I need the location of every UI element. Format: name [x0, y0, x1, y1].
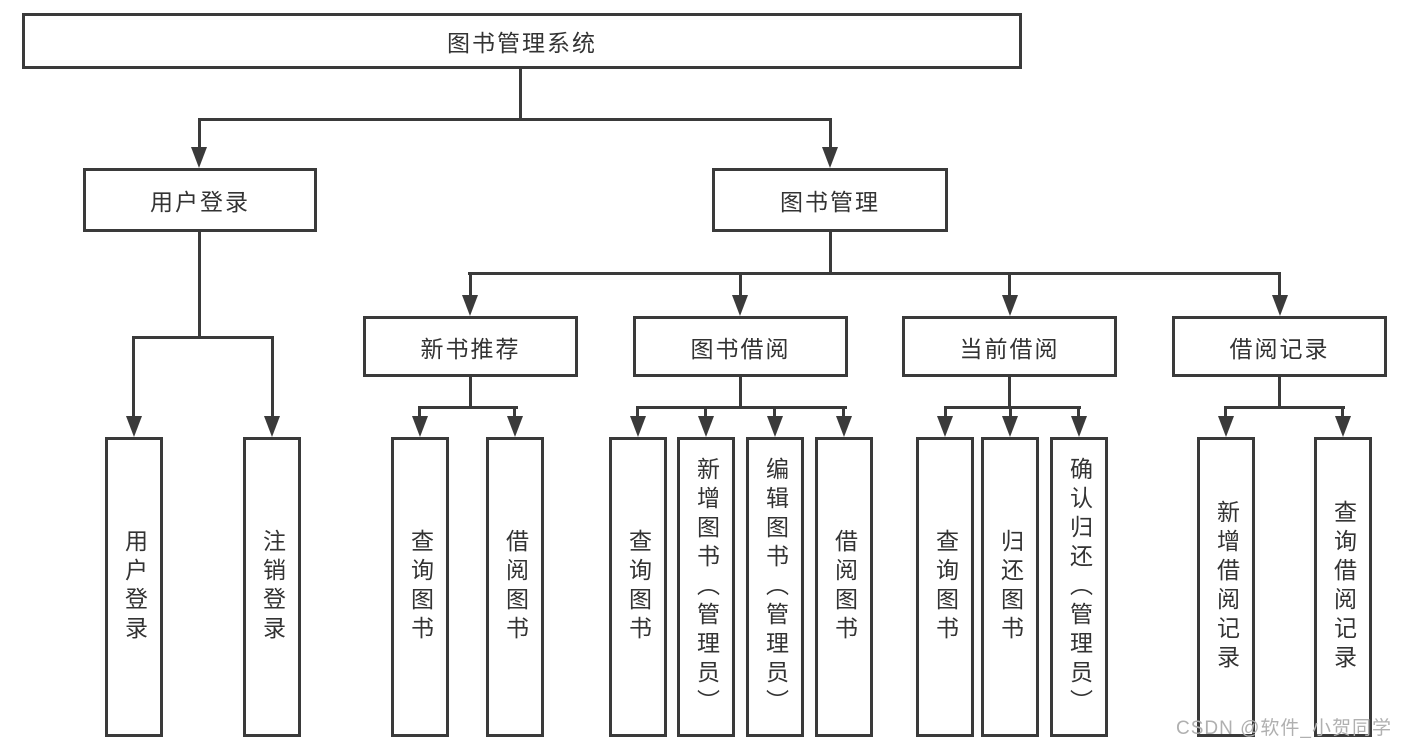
connector-to-leaf-user-login — [132, 336, 135, 416]
leaf-query-books-borrow-label: 查询图书 — [625, 529, 652, 645]
node-book-management: 图书管理 — [712, 168, 948, 232]
leaf-return-books-label: 归还图书 — [997, 529, 1024, 645]
connector-to-user-login — [198, 118, 201, 148]
leaf-logout-label: 注销登录 — [259, 529, 286, 645]
leaf-add-borrow-record: 新增借阅记录 — [1197, 437, 1255, 737]
arrow-down-icon — [1002, 416, 1018, 437]
arrow-down-icon — [1335, 416, 1351, 437]
node-library-system-label: 图书管理系统 — [447, 30, 597, 56]
leaf-query-books-current-label: 查询图书 — [932, 529, 959, 645]
node-book-borrow-label: 图书借阅 — [690, 335, 791, 362]
connector-login-stem — [198, 232, 201, 336]
leaf-query-books-current: 查询图书 — [916, 437, 974, 737]
connector-leaf-line — [842, 406, 845, 418]
connector-leaf-line — [1224, 406, 1227, 418]
connector-current-stem — [1008, 377, 1011, 409]
connector-root-stem — [519, 69, 522, 118]
arrow-down-icon — [1071, 416, 1087, 437]
arrow-down-icon — [126, 416, 142, 437]
node-new-book-recommend: 新书推荐 — [363, 316, 578, 377]
arrow-down-icon — [507, 416, 523, 437]
node-library-system: 图书管理系统 — [22, 13, 1022, 69]
connector-to-recommend — [469, 272, 472, 298]
connector-to-leaf-logout — [271, 336, 274, 416]
node-borrow-records-label: 借阅记录 — [1229, 335, 1330, 362]
connector-records-stem — [1278, 377, 1281, 409]
connector-current-bar — [944, 406, 1081, 409]
connector-leaf-line — [1009, 406, 1012, 418]
node-user-login-label: 用户登录 — [150, 189, 250, 215]
csdn-watermark: CSDN @软件_小贺同学 — [1176, 718, 1392, 739]
arrow-down-icon — [822, 147, 838, 168]
leaf-add-book-admin: 新增图书（管理员） — [677, 437, 735, 737]
connector-to-current — [1008, 272, 1011, 298]
arrow-down-icon — [264, 416, 280, 437]
leaf-query-books-recommend: 查询图书 — [391, 437, 449, 737]
connector-leaf-line — [1341, 406, 1344, 418]
connector-to-book-management — [829, 118, 832, 148]
leaf-borrow-books-borrow: 借阅图书 — [815, 437, 873, 737]
connector-leaf-line — [1077, 406, 1080, 418]
leaf-borrow-books-borrow-label: 借阅图书 — [831, 529, 858, 645]
connector-leaf-line — [773, 406, 776, 418]
leaf-return-books: 归还图书 — [981, 437, 1039, 737]
connector-login-bar — [132, 336, 274, 339]
connector-borrow-bar — [636, 406, 847, 409]
leaf-confirm-return-admin-label: 确认归还（管理员） — [1066, 456, 1093, 718]
connector-leaf-line — [513, 406, 516, 418]
arrow-down-icon — [1002, 295, 1018, 316]
leaf-confirm-return-admin: 确认归还（管理员） — [1050, 437, 1108, 737]
node-current-borrow: 当前借阅 — [902, 316, 1117, 377]
leaf-borrow-books-recommend-label: 借阅图书 — [502, 529, 529, 645]
arrow-down-icon — [732, 295, 748, 316]
connector-level3-bar — [468, 272, 1281, 275]
leaf-user-login-label: 用户登录 — [121, 529, 148, 645]
arrow-down-icon — [191, 147, 207, 168]
arrow-down-icon — [1272, 295, 1288, 316]
leaf-query-books-recommend-label: 查询图书 — [407, 529, 434, 645]
connector-recommend-bar — [418, 406, 518, 409]
leaf-query-books-borrow: 查询图书 — [609, 437, 667, 737]
connector-leaf-line — [418, 406, 421, 418]
connector-to-records — [1278, 272, 1281, 298]
connector-records-bar — [1224, 406, 1345, 409]
leaf-borrow-books-recommend: 借阅图书 — [486, 437, 544, 737]
connector-borrow-stem — [739, 377, 742, 409]
connector-leaf-line — [704, 406, 707, 418]
arrow-down-icon — [462, 295, 478, 316]
arrow-down-icon — [698, 416, 714, 437]
leaf-add-borrow-record-label: 新增借阅记录 — [1213, 500, 1240, 674]
leaf-add-book-admin-label: 新增图书（管理员） — [693, 456, 720, 718]
node-new-book-recommend-label: 新书推荐 — [420, 335, 521, 362]
node-book-borrow: 图书借阅 — [633, 316, 848, 377]
node-book-management-label: 图书管理 — [780, 189, 880, 215]
arrow-down-icon — [937, 416, 953, 437]
arrow-down-icon — [630, 416, 646, 437]
leaf-edit-book-admin: 编辑图书（管理员） — [746, 437, 804, 737]
leaf-logout: 注销登录 — [243, 437, 301, 737]
connector-level2-bar — [198, 118, 832, 121]
node-borrow-records: 借阅记录 — [1172, 316, 1387, 377]
leaf-user-login: 用户登录 — [105, 437, 163, 737]
arrow-down-icon — [1218, 416, 1234, 437]
leaf-edit-book-admin-label: 编辑图书（管理员） — [762, 456, 789, 718]
connector-leaf-line — [636, 406, 639, 418]
connector-to-borrow — [739, 272, 742, 298]
leaf-query-borrow-record: 查询借阅记录 — [1314, 437, 1372, 737]
node-current-borrow-label: 当前借阅 — [959, 335, 1060, 362]
connector-recommend-stem — [469, 377, 472, 409]
arrow-down-icon — [767, 416, 783, 437]
node-user-login: 用户登录 — [83, 168, 317, 232]
arrow-down-icon — [836, 416, 852, 437]
arrow-down-icon — [412, 416, 428, 437]
leaf-query-borrow-record-label: 查询借阅记录 — [1330, 500, 1357, 674]
connector-leaf-line — [944, 406, 947, 418]
connector-manage-stem — [829, 232, 832, 275]
